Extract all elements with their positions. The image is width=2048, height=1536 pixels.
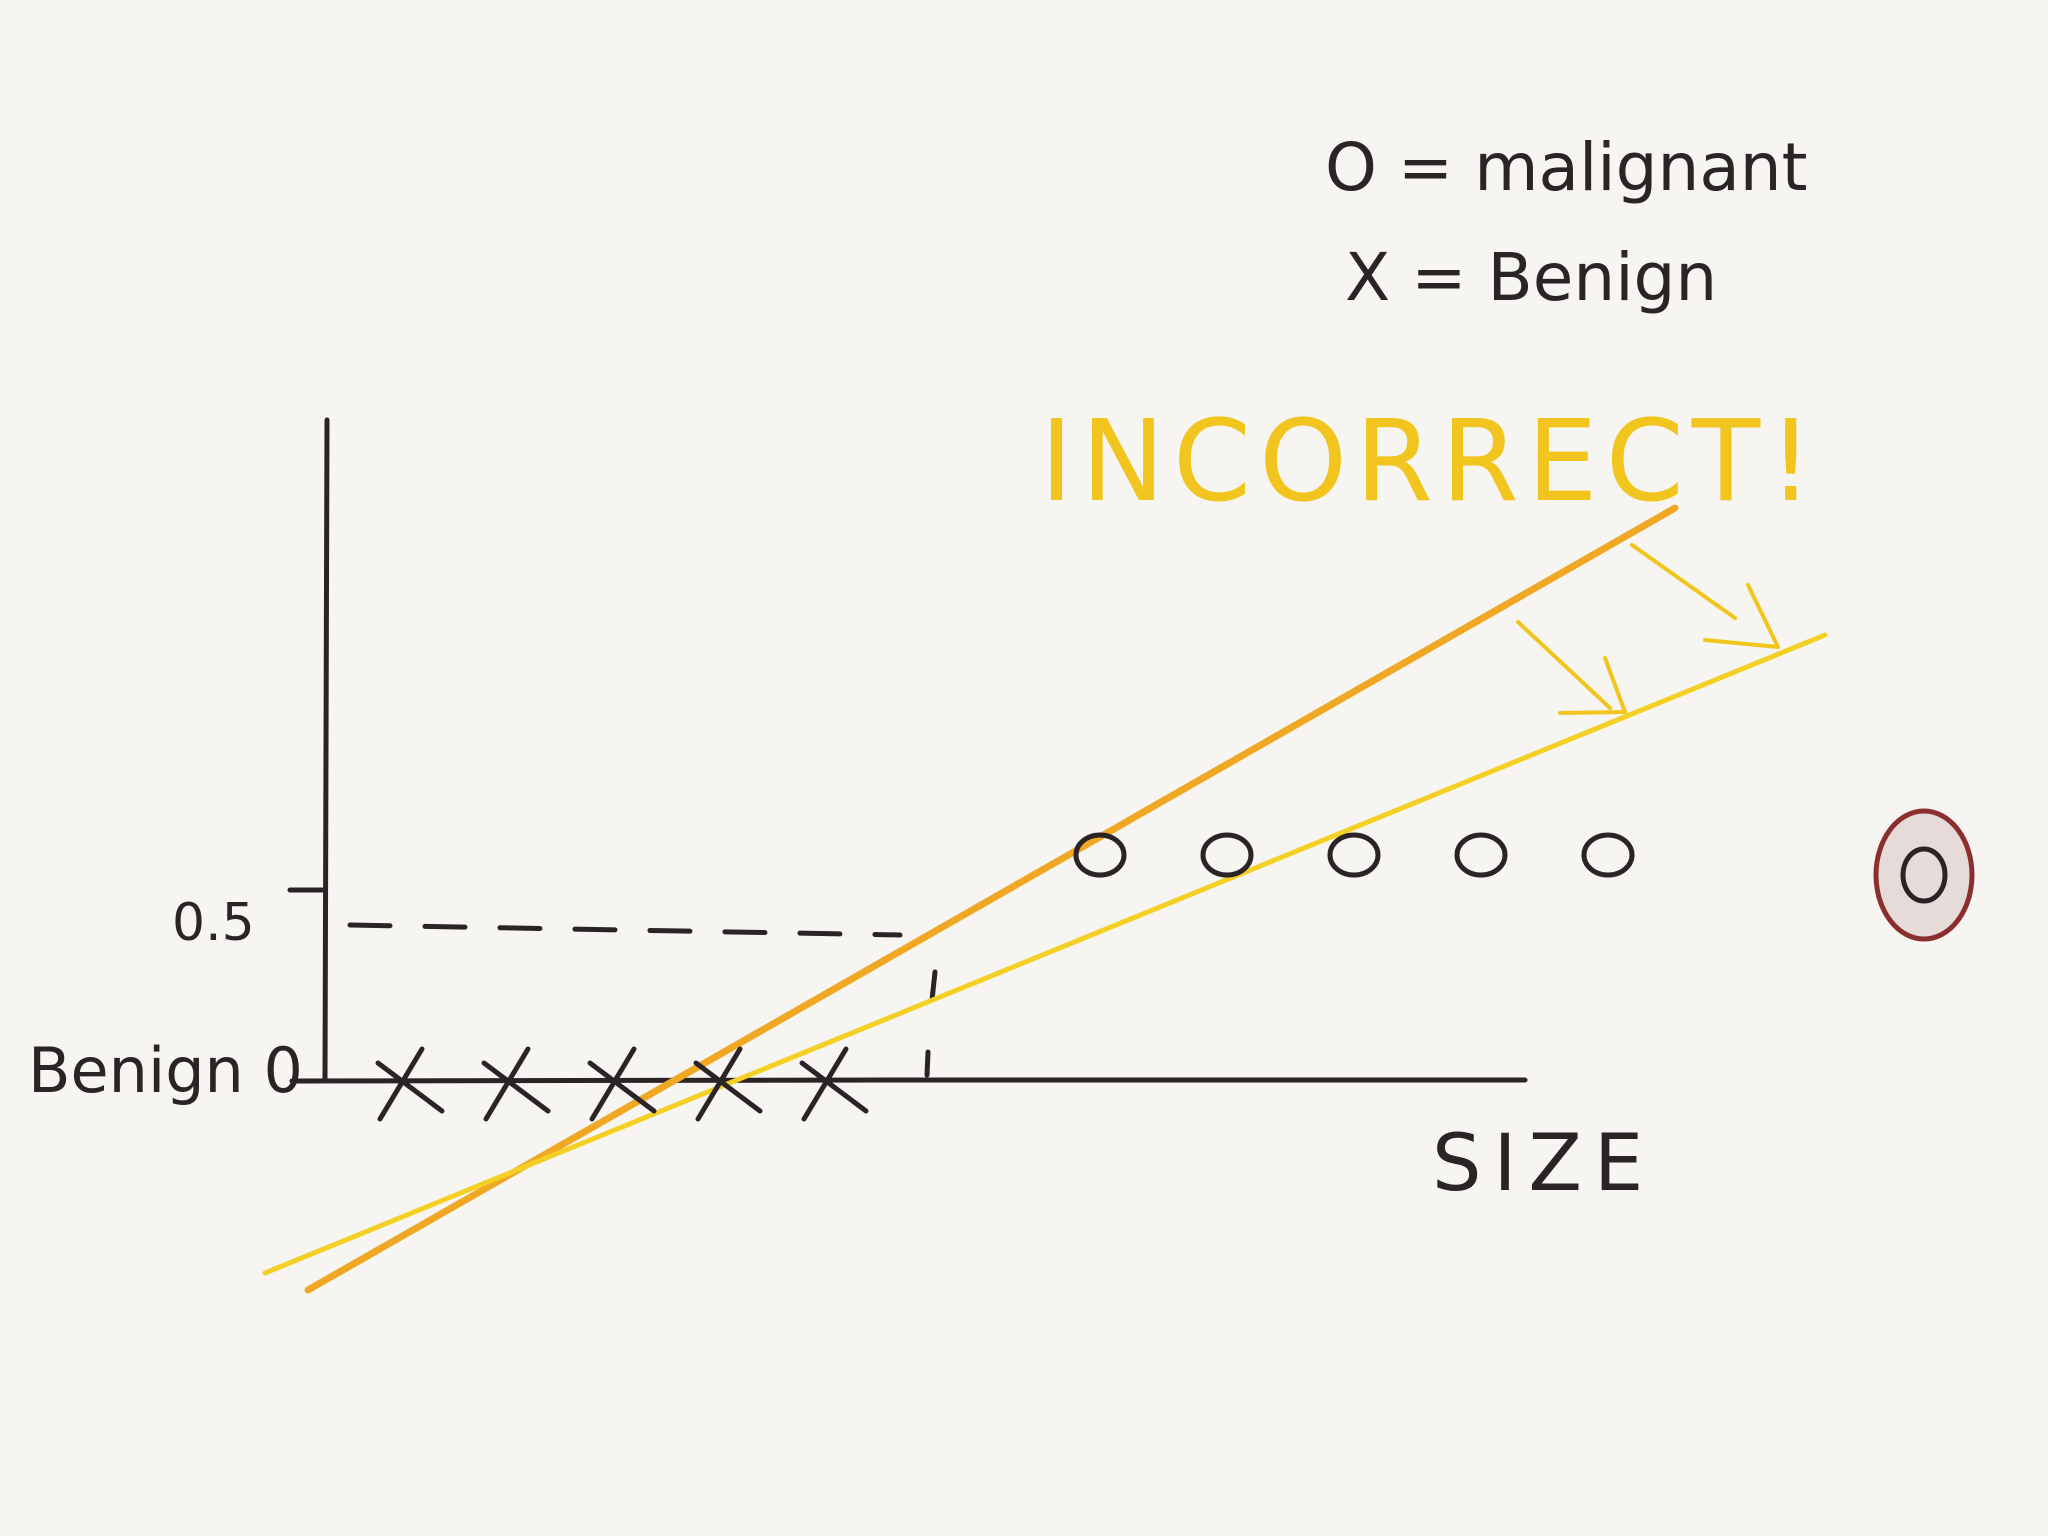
benign-markers bbox=[375, 1046, 869, 1122]
incorrect-annotation: INCORRECT! bbox=[1040, 397, 1821, 527]
outlier-malignant-marker bbox=[1900, 846, 1948, 904]
malignant-o-marker bbox=[1454, 832, 1508, 878]
shifted-fit-line bbox=[262, 632, 1828, 1276]
benign-x-marker bbox=[693, 1046, 763, 1122]
shift-arrow-1-head bbox=[1703, 583, 1780, 649]
shift-arrow-2 bbox=[1516, 620, 1612, 710]
benign-x-marker bbox=[375, 1046, 445, 1122]
shift-arrow-1 bbox=[1630, 543, 1737, 620]
outlier-highlight-circle bbox=[1873, 808, 1975, 942]
malignant-o-marker bbox=[1073, 832, 1127, 878]
benign-x-marker bbox=[587, 1046, 657, 1122]
legend-benign: X = Benign bbox=[1345, 239, 1717, 316]
axes bbox=[287, 417, 1528, 1084]
legend: O = malignant X = Benign bbox=[1325, 129, 1808, 316]
malignant-o-marker bbox=[1581, 832, 1635, 878]
malignant-o-marker bbox=[1200, 832, 1254, 878]
legend-malignant: O = malignant bbox=[1325, 129, 1808, 206]
malignant-o-marker bbox=[1327, 832, 1381, 878]
shift-arrow-2-head bbox=[1558, 656, 1627, 715]
x-axis bbox=[289, 1077, 1528, 1084]
x-axis-label: SIZE bbox=[1432, 1119, 1655, 1209]
y-tick-label: 0.5 bbox=[172, 893, 255, 953]
y-base-label: Benign 0 bbox=[28, 1034, 303, 1107]
shift-arrows bbox=[1516, 543, 1780, 715]
benign-x-marker bbox=[799, 1046, 869, 1122]
threshold-dashed-line bbox=[347, 922, 903, 938]
threshold-cut-mark bbox=[924, 969, 938, 1078]
y-axis bbox=[322, 417, 330, 1081]
benign-x-marker bbox=[481, 1046, 551, 1122]
malignant-markers bbox=[1073, 808, 1975, 942]
